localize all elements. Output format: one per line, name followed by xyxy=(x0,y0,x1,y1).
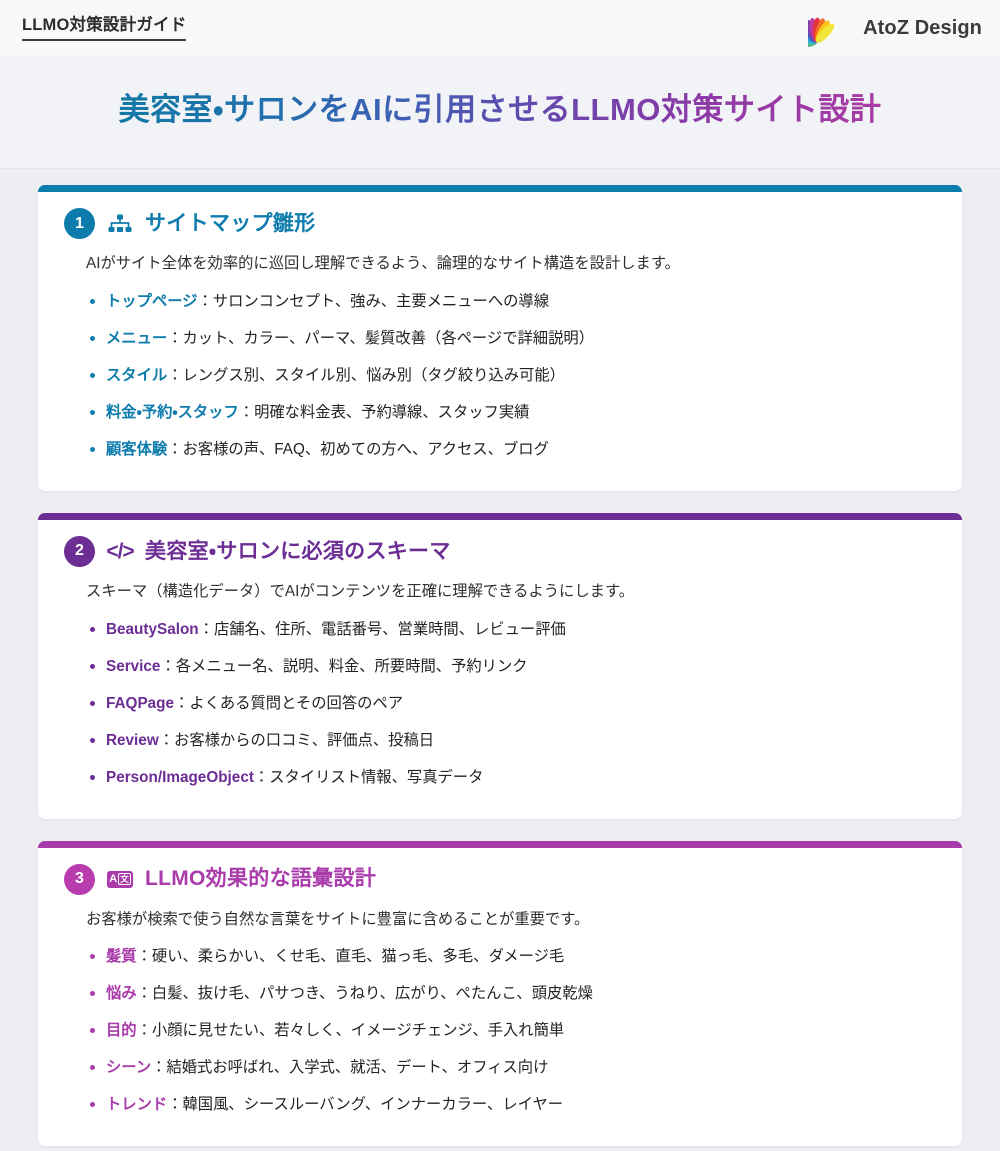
page-title: 美容室・サロンをAIに引用させるLLMO対策サイト設計 xyxy=(119,91,882,130)
list-item: Person/ImageObject：スタイリスト情報、写真データ xyxy=(90,760,936,797)
list-item: トレンド：韓国風、シースルーバング、インナーカラー、レイヤー xyxy=(90,1087,936,1124)
list-item-term: Service xyxy=(106,657,161,675)
list-item-detail: ：カット、カラー、パーマ、髪質改善（各ページで詳細説明） xyxy=(167,330,594,348)
section-description: スキーマ（構造化データ）でAIがコンテンツを正確に理解できるようにします。 xyxy=(86,582,635,600)
section-title: LLMO効果的な語彙設計 xyxy=(145,867,377,891)
section-description: お客様が検索で使う自然な言葉をサイトに豊富に含めることが重要です。 xyxy=(86,910,590,928)
section-number-badge: 1 xyxy=(64,208,95,240)
list-item-detail: ：結婚式お呼ばれ、入学式、就活、デート、オフィス向け xyxy=(151,1059,549,1077)
list-item-detail: ：韓国風、シースルーバング、インナーカラー、レイヤー xyxy=(167,1096,564,1114)
page-header: LLMO対策設計ガイド AtoZ Design xyxy=(0,0,1000,56)
card-accent-bar xyxy=(38,512,962,520)
list-item: 顧客体験：お客様の声、FAQ、初めての方へ、アクセス、ブログ xyxy=(90,432,936,469)
section-number-badge: 2 xyxy=(64,535,95,567)
list-item-detail: ：お客様の声、FAQ、初めての方へ、アクセス、ブログ xyxy=(167,440,549,458)
list-item-term: BeautySalon xyxy=(106,620,199,638)
list-item-term: 悩み xyxy=(106,985,137,1003)
section-bullet-list: 髪質：硬い、柔らかい、くせ毛、直毛、猫っ毛、多毛、ダメージ毛悩み：白髪、抜け毛、… xyxy=(64,939,936,1124)
list-item-term: FAQPage xyxy=(106,694,175,712)
code-icon: </> xyxy=(106,539,134,563)
sections-container: 1 サイトマップ雛形 AIがサイト全体を効率的に巡回し理解できるよう、論理的なサイト… xyxy=(0,169,1000,1147)
list-item: 悩み：白髪、抜け毛、パサつき、うねり、広がり、ぺたんこ、頭皮乾燥 xyxy=(90,976,936,1013)
list-item-detail: ：各メニュー名、説明、料金、所要時間、予約リンク xyxy=(160,657,528,675)
section-card: 2 </> 美容室・サロンに必須のスキーマスキーマ（構造化データ）でAIがコンテンツ… xyxy=(38,512,962,819)
section-description: AIがサイト全体を効率的に巡回し理解できるよう、論理的なサイト構造を設計します。 xyxy=(86,255,680,273)
list-item-term: スタイル xyxy=(106,367,168,385)
list-item: 料金・予約・スタッフ：明確な料金表、予約導線、スタッフ実績 xyxy=(90,395,936,432)
section-number-badge: 3 xyxy=(64,863,95,895)
list-item: 目的：小顔に見せたい、若々しく、イメージチェンジ、手入れ簡単 xyxy=(90,1013,936,1050)
card-body: 1 サイトマップ雛形 AIがサイト全体を効率的に巡回し理解できるよう、論理的なサイト… xyxy=(38,192,962,491)
list-item: スタイル：レングス別、スタイル別、悩み別（タグ絞り込み可能） xyxy=(90,358,936,395)
card-body: 2 </> 美容室・サロンに必須のスキーマスキーマ（構造化データ）でAIがコンテンツ… xyxy=(38,520,962,819)
list-item-detail: ：サロンコンセプト、強み、主要メニューへの導線 xyxy=(197,293,550,311)
list-item-detail: ：お客様からの口コミ、評価点、投稿日 xyxy=(158,731,435,749)
list-item: メニュー：カット、カラー、パーマ、髪質改善（各ページで詳細説明） xyxy=(90,321,936,358)
code-glyph: </> xyxy=(106,539,134,563)
list-item: FAQPage：よくある質問とその回答のペア xyxy=(90,686,936,723)
sitemap-icon xyxy=(106,212,134,236)
title-banner: 美容室・サロンをAIに引用させるLLMO対策サイト設計 xyxy=(0,56,1000,170)
section-title: 美容室・サロンに必須のスキーマ xyxy=(145,539,451,563)
list-item: Review：お客様からの口コミ、評価点、投稿日 xyxy=(90,723,936,760)
list-item-term: 顧客体験 xyxy=(106,440,168,458)
brand-lockup: AtoZ Design xyxy=(808,8,982,48)
list-item-detail: ：白髪、抜け毛、パサつき、うねり、広がり、ぺたんこ、頭皮乾燥 xyxy=(136,985,593,1003)
list-item-term: Review xyxy=(106,731,159,749)
list-item-detail: ：小顔に見せたい、若々しく、イメージチェンジ、手入れ簡単 xyxy=(136,1022,565,1040)
brand-name: AtoZ Design xyxy=(863,16,982,39)
fan-petal-logo-icon xyxy=(808,17,835,48)
list-item-term: トレンド xyxy=(106,1096,168,1114)
list-item: トップページ：サロンコンセプト、強み、主要メニューへの導線 xyxy=(90,284,936,321)
list-item: BeautySalon：店舗名、住所、電話番号、営業時間、レビュー評価 xyxy=(90,612,936,649)
card-header: 1 サイトマップ雛形 xyxy=(64,208,936,240)
list-item-detail: ：店舗名、住所、電話番号、営業時間、レビュー評価 xyxy=(198,620,566,638)
list-item: シーン：結婚式お呼ばれ、入学式、就活、デート、オフィス向け xyxy=(90,1050,936,1087)
list-item-detail: ：硬い、柔らかい、くせ毛、直毛、猫っ毛、多毛、ダメージ毛 xyxy=(136,948,565,966)
list-item-detail: ：よくある質問とその回答のペア xyxy=(174,694,404,712)
list-item: Service：各メニュー名、説明、料金、所要時間、予約リンク xyxy=(90,649,936,686)
list-item-term: 料金・予約・スタッフ xyxy=(106,404,239,422)
card-accent-bar xyxy=(38,185,962,193)
section-card: 1 サイトマップ雛形 AIがサイト全体を効率的に巡回し理解できるよう、論理的なサイト… xyxy=(38,185,962,491)
card-header: 2 </> 美容室・サロンに必須のスキーマ xyxy=(64,535,936,567)
document-kicker: LLMO対策設計ガイド xyxy=(22,15,187,41)
list-item-term: 髪質 xyxy=(106,948,137,966)
list-item-detail: ：明確な料金表、予約導線、スタッフ実績 xyxy=(238,404,530,422)
list-item-term: メニュー xyxy=(106,330,168,348)
section-title: サイトマップ雛形 xyxy=(145,212,316,236)
list-item: 髪質：硬い、柔らかい、くせ毛、直毛、猫っ毛、多毛、ダメージ毛 xyxy=(90,939,936,976)
list-item-term: シーン xyxy=(106,1059,152,1077)
list-item-detail: ：レングス別、スタイル別、悩み別（タグ絞り込み可能） xyxy=(167,367,565,385)
list-item-term: Person/ImageObject xyxy=(106,768,254,786)
card-accent-bar xyxy=(38,840,962,848)
list-item-term: トップページ xyxy=(106,293,198,311)
section-bullet-list: トップページ：サロンコンセプト、強み、主要メニューへの導線メニュー：カット、カラ… xyxy=(64,284,936,469)
list-item-term: 目的 xyxy=(106,1022,137,1040)
list-item-detail: ：スタイリスト情報、写真データ xyxy=(253,768,484,786)
